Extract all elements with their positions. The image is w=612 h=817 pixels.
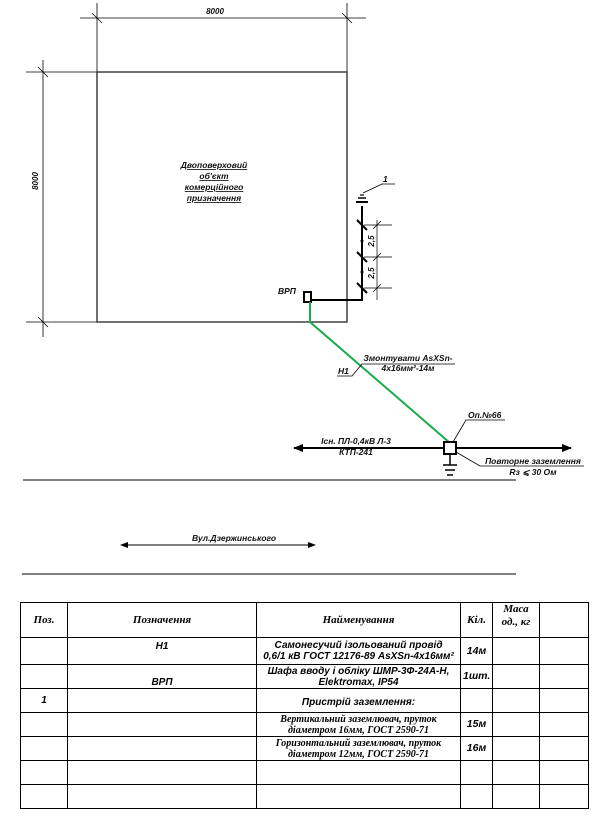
electrode-spacing-dimension: 2,5 2,5 [364, 220, 392, 300]
cable-callout-id: Н1 [338, 366, 349, 376]
table-row: ВРП Шафа вводу і обліку ШМР-3Ф-24А-Н,Ele… [20, 664, 589, 689]
header-designation: Позначення [67, 602, 257, 638]
header-quantity: Кіл. [460, 602, 493, 638]
re-grounding-label-2: Rз ⩽ 30 Ом [509, 467, 557, 477]
re-grounding-symbol [443, 454, 457, 476]
existing-line-label-1: Існ. ПЛ-0,4кВ Л-3 [321, 436, 391, 446]
existing-line-label-2: КТП-241 [339, 447, 373, 457]
table-row [20, 784, 589, 809]
table-row [20, 760, 589, 785]
header-position: Поз. [20, 602, 68, 638]
cable-callout-line2: 4x16мм²-14м [381, 363, 436, 373]
cable-callout: Н1 Змонтувати AsXSn- 4x16мм²-14м [337, 353, 455, 377]
svg-text:2,5: 2,5 [367, 267, 376, 280]
vrp-label: ВРП [278, 286, 297, 296]
header-extra [539, 602, 589, 638]
width-dimension-label: 8000 [206, 7, 224, 16]
table-header-row: Поз. Позначення Найменування Кіл. Маса о… [20, 602, 589, 638]
re-grounding-label-1: Повторне заземлення [485, 456, 581, 466]
building-label: Двоповерховий об'єкт комерційного призна… [180, 160, 248, 203]
svg-text:об'єкт: об'єкт [199, 171, 229, 181]
cable-callout-line1: Змонтувати AsXSn- [363, 353, 452, 363]
width-dimension: 8000 [80, 3, 366, 72]
pole-66-symbol [443, 441, 457, 455]
specification-table: Поз. Позначення Найменування Кіл. Маса о… [20, 602, 589, 809]
svg-text:2,5: 2,5 [367, 235, 376, 248]
site-plan-drawing: 8000 8000 Двоповерховий об'єкт комерційн… [22, 3, 584, 575]
grounding-device: 1 [311, 174, 395, 301]
table-row: 1 Пристрій заземлення: [20, 688, 589, 713]
height-dimension-label: 8000 [31, 172, 40, 190]
building-outline [96, 71, 348, 323]
street-label: Вул.Дзержинського [192, 533, 276, 543]
svg-text:комерційного: комерційного [185, 182, 244, 192]
svg-text:призначення: призначення [187, 193, 241, 203]
cable-h1-line [309, 302, 451, 444]
header-name: Найменування [256, 602, 461, 638]
height-dimension: 8000 [26, 60, 97, 337]
grounding-callout: 1 [383, 174, 388, 184]
header-mass: Маса од., кг [492, 602, 540, 638]
pole-label: Оп.№66 [468, 410, 502, 420]
svg-text:Двоповерховий: Двоповерховий [180, 160, 248, 170]
vrp-cabinet-symbol [303, 291, 312, 303]
